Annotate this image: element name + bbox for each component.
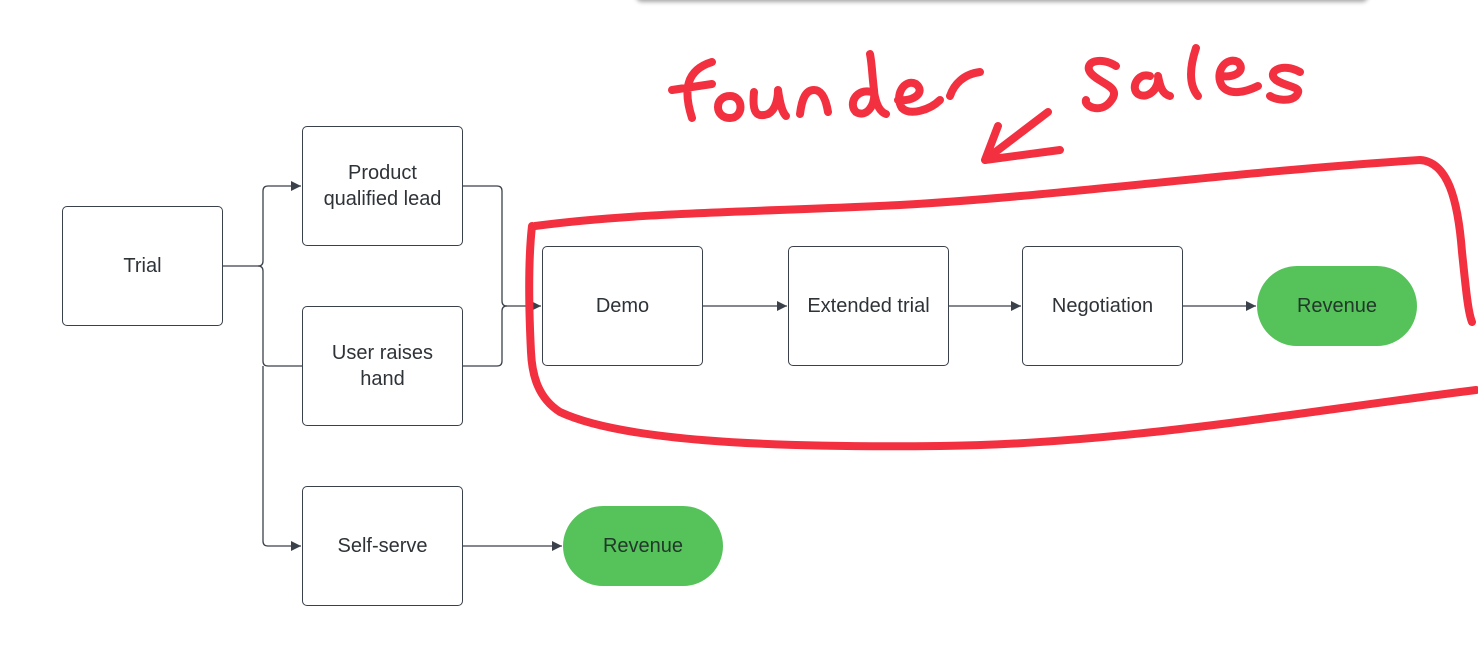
- node-demo-label: Demo: [595, 295, 650, 317]
- node-self-serve[interactable]: Self-serve: [302, 486, 463, 606]
- node-revenue-sales-label: Revenue: [1296, 295, 1378, 317]
- node-trial-label: Trial: [123, 255, 162, 277]
- edge-user-raises-hand-to-demo: [463, 305, 508, 367]
- node-negotiation-label: Negotiation: [1051, 295, 1154, 317]
- node-trial[interactable]: Trial: [62, 206, 223, 326]
- node-user-raises-hand[interactable]: User raises hand: [302, 306, 463, 426]
- node-revenue-self-serve[interactable]: Revenue: [563, 506, 723, 586]
- node-demo[interactable]: Demo: [542, 246, 703, 366]
- edge-trial-to-user-raises-hand: [257, 265, 303, 367]
- node-pql-label: Product qualified lead: [323, 162, 442, 210]
- node-extended-trial-label: Extended trial: [807, 295, 930, 317]
- node-self-serve-label: Self-serve: [337, 535, 428, 557]
- edge-trial-to-self-serve: [262, 366, 301, 551]
- node-revenue-sales[interactable]: Revenue: [1257, 266, 1417, 346]
- annotation-arrow: [981, 108, 1064, 164]
- node-negotiation[interactable]: Negotiation: [1022, 246, 1183, 366]
- node-user-raises-hand-label: User raises hand: [331, 342, 434, 390]
- node-revenue-self-serve-label: Revenue: [602, 535, 684, 557]
- node-extended-trial[interactable]: Extended trial: [788, 246, 949, 366]
- handwritten-founder-sales: [668, 44, 1304, 122]
- node-product-qualified-lead[interactable]: Product qualified lead: [302, 126, 463, 246]
- annotation-circle: [525, 156, 1478, 451]
